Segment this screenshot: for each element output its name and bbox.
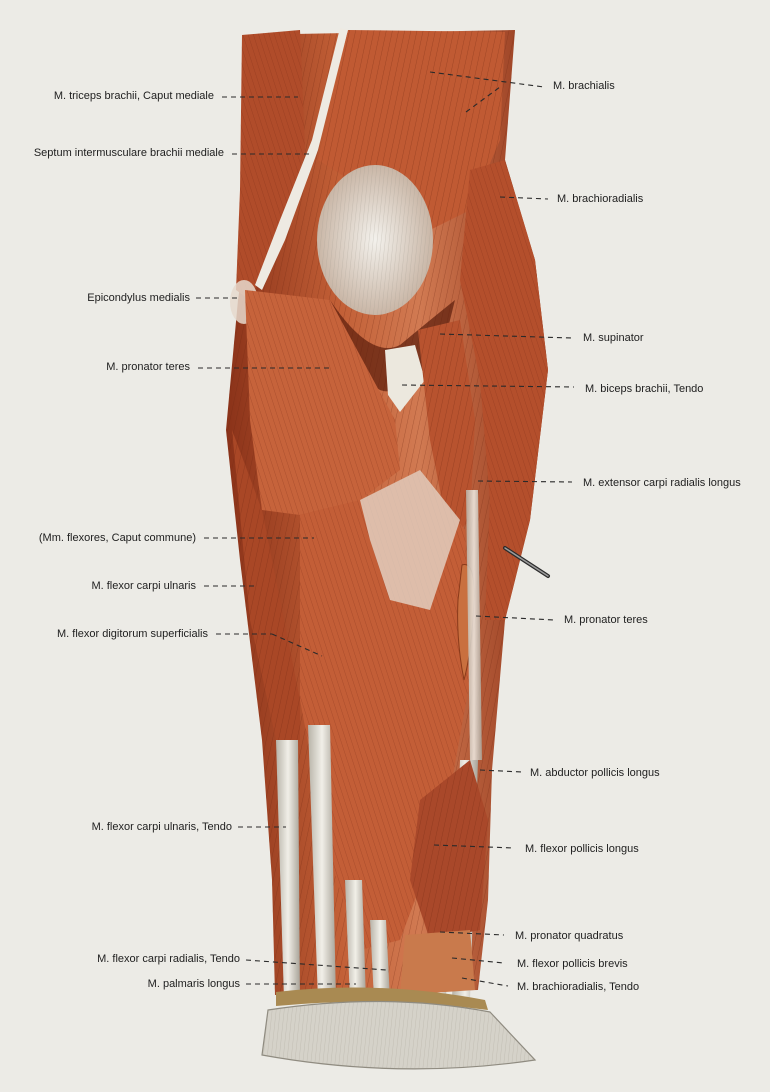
label-pronator-quadratus: M. pronator quadratus xyxy=(515,930,624,942)
label-flexor-digitorum-superficialis: M. flexor digitorum superficialis xyxy=(57,628,208,640)
leader-lines-left xyxy=(196,96,387,985)
label-flexor-pollicis-brevis: M. flexor pollicis brevis xyxy=(517,958,628,970)
biceps-tendon xyxy=(385,345,425,412)
label-flexor-pollicis-longus: M. flexor pollicis longus xyxy=(525,843,639,855)
leader-lines-right xyxy=(401,71,575,987)
label-brachioradialis: M. brachioradialis xyxy=(557,193,644,205)
label-brachioradialis-tendo: M. brachioradialis, Tendo xyxy=(517,981,640,993)
label-flexores-caput-commune: (Mm. flexores, Caput commune) xyxy=(38,532,196,544)
label-flexor-carpi-ulnaris-tendo: M. flexor carpi ulnaris, Tendo xyxy=(91,821,232,833)
label-abductor-pollicis-longus: M. abductor pollicis longus xyxy=(530,767,660,779)
label-epicondylus-medialis: Epicondylus medialis xyxy=(87,292,190,304)
label-pronator-teres-right: M. pronator teres xyxy=(564,614,648,626)
label-supinator: M. supinator xyxy=(583,332,644,344)
label-pronator-teres-left: M. pronator teres xyxy=(106,361,190,373)
label-septum-intermusculare: Septum intermusculare brachii mediale xyxy=(33,147,224,159)
label-brachialis: M. brachialis xyxy=(553,80,615,92)
label-biceps-tendo: M. biceps brachii, Tendo xyxy=(585,383,704,395)
label-extensor-carpi-radialis-longus: M. extensor carpi radialis longus xyxy=(583,477,741,489)
label-palmaris-longus: M. palmaris longus xyxy=(147,978,240,990)
intermuscular-septum xyxy=(255,28,348,290)
label-flexor-carpi-ulnaris: M. flexor carpi ulnaris xyxy=(91,580,196,592)
label-flexor-carpi-radialis-tendo: M. flexor carpi radialis, Tendo xyxy=(97,953,240,965)
label-triceps-caput-mediale: M. triceps brachii, Caput mediale xyxy=(53,90,214,102)
pronator-quadratus-muscle xyxy=(400,930,475,995)
